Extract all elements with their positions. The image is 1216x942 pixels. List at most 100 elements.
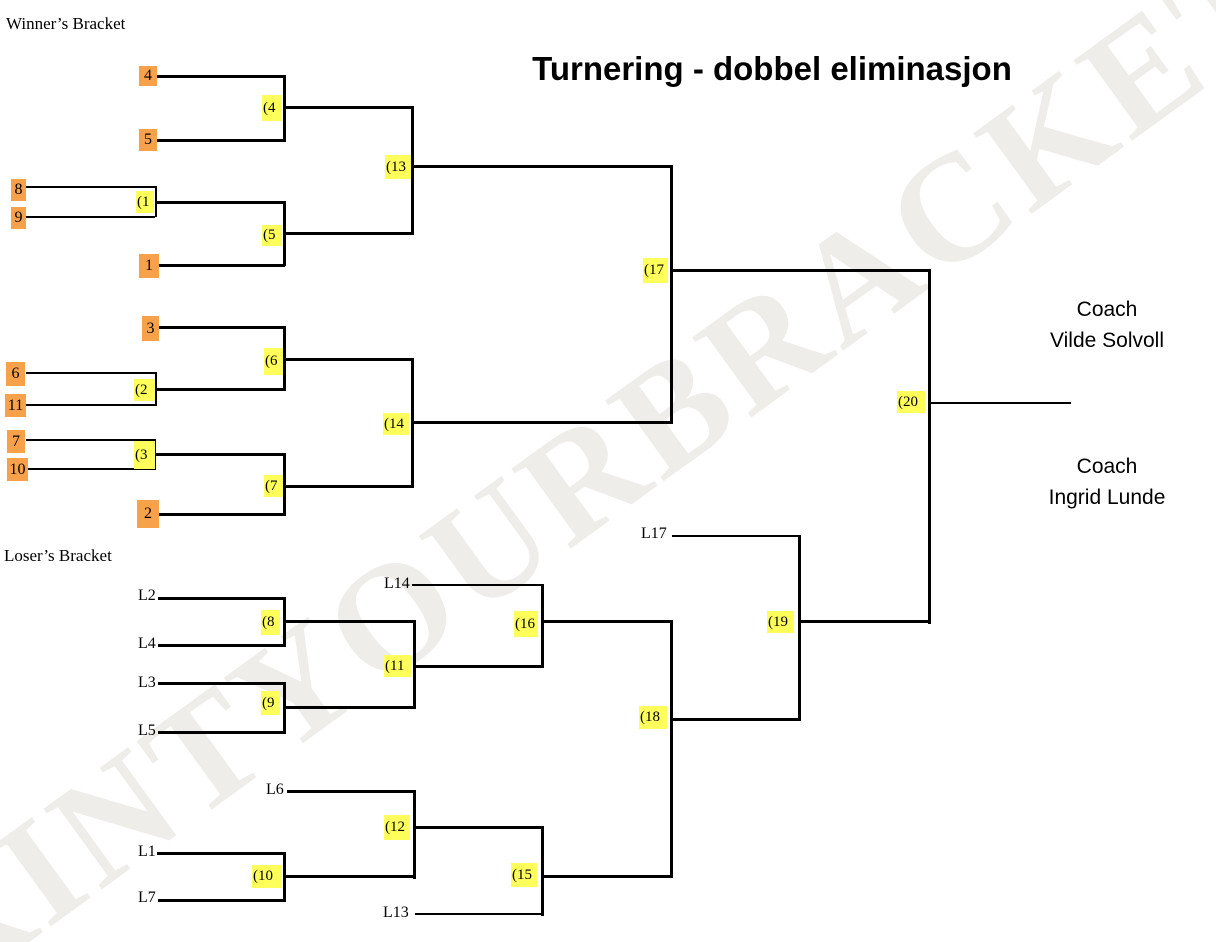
finalist-name: Ingrid Lunde — [1048, 486, 1166, 509]
bracket-line-vertical — [670, 165, 673, 424]
bracket-line-vertical — [413, 620, 416, 709]
loser-slot-L14: L14 — [384, 575, 410, 592]
bracket-line-horizontal — [415, 665, 543, 668]
bracket-line-horizontal — [26, 439, 155, 441]
bracket-line-vertical — [413, 790, 416, 879]
match-label-12: (12 — [384, 815, 410, 840]
loser-slot-L1: L1 — [138, 843, 156, 860]
match-label-6: (6 — [264, 348, 283, 375]
bracket-line-horizontal — [26, 216, 155, 218]
match-label-16: (16 — [514, 611, 538, 637]
match-label-7: (7 — [264, 475, 283, 497]
bracket-line-horizontal — [543, 875, 672, 878]
match-label-10: (10 — [252, 865, 282, 888]
bracket-line-vertical — [283, 75, 286, 142]
seed-box-10: 10 — [7, 458, 28, 481]
bracket-line-horizontal — [158, 731, 285, 734]
match-label-13: (13 — [385, 155, 411, 179]
seed-box-11: 11 — [5, 394, 26, 417]
loser-slot-L17: L17 — [641, 525, 667, 542]
loser-slot-L2: L2 — [138, 587, 156, 604]
loser-slot-L7: L7 — [138, 889, 156, 906]
page-title: Turnering - dobbel eliminasjon — [532, 50, 1012, 87]
loser-slot-L3: L3 — [138, 674, 156, 691]
match-label-3: (3 — [134, 441, 155, 469]
bracket-line-horizontal — [159, 326, 285, 329]
finalist-loser-side: Coach Ingrid Lunde — [1049, 451, 1166, 513]
bracket-line-horizontal — [286, 106, 412, 109]
match-label-2: (2 — [134, 379, 155, 401]
seed-box-4: 4 — [139, 66, 157, 86]
bracket-line-horizontal — [156, 453, 285, 456]
seed-box-3: 3 — [142, 316, 159, 341]
finalist-winner-side: Coach Vilde Solvoll — [1050, 294, 1164, 356]
bracket-line-horizontal — [286, 485, 412, 488]
bracket-line-vertical — [283, 453, 286, 516]
bracket-line-horizontal — [672, 269, 930, 272]
bracket-line-horizontal — [157, 75, 285, 78]
bracket-line-vertical — [154, 439, 156, 470]
bracket-line-horizontal — [158, 597, 285, 600]
finalist-role: Coach — [1076, 298, 1138, 321]
bracket-line-vertical — [541, 826, 544, 916]
bracket-line-horizontal — [286, 358, 412, 361]
bracket-line-horizontal — [285, 620, 415, 623]
bracket-line-horizontal — [159, 513, 285, 516]
finalist-name: Vilde Solvoll — [1049, 329, 1165, 352]
bracket-line-horizontal — [158, 682, 285, 685]
bracket-line-vertical — [283, 597, 286, 647]
bracket-line-horizontal — [285, 706, 415, 709]
losers-bracket-label: Loser’s Bracket — [4, 546, 112, 565]
bracket-line-horizontal — [672, 718, 800, 721]
match-label-14: (14 — [383, 413, 409, 435]
match-label-11: (11 — [384, 655, 411, 677]
bracket-line-vertical — [283, 326, 286, 391]
bracket-line-horizontal — [26, 468, 155, 470]
loser-slot-L5: L5 — [138, 722, 156, 739]
bracket-line-vertical — [411, 358, 414, 488]
bracket-line-vertical — [283, 852, 286, 902]
bracket-line-horizontal — [672, 535, 800, 537]
match-label-18: (18 — [639, 706, 667, 729]
match-label-5: (5 — [262, 225, 282, 246]
bracket-line-horizontal — [287, 790, 415, 793]
match-label-9: (9 — [261, 691, 280, 715]
match-label-19: (19 — [767, 611, 794, 633]
bracket-line-vertical — [670, 620, 673, 878]
bracket-line-horizontal — [26, 404, 155, 406]
bracket-line-horizontal — [157, 201, 285, 204]
bracket-line-vertical — [541, 584, 544, 668]
match-label-8: (8 — [261, 610, 280, 635]
bracket-line-vertical — [411, 106, 414, 235]
bracket-line-horizontal — [157, 388, 285, 391]
seed-box-9: 9 — [11, 207, 26, 229]
bracket-line-horizontal — [285, 875, 415, 878]
loser-slot-L13: L13 — [383, 904, 409, 921]
match-label-1: (1 — [136, 191, 154, 213]
bracket-line-horizontal — [158, 899, 285, 902]
match-label-17: (17 — [643, 258, 668, 283]
seed-box-5: 5 — [139, 129, 157, 151]
bracket-line-horizontal — [800, 620, 930, 623]
bracket-line-horizontal — [413, 421, 672, 424]
bracket-line-horizontal — [26, 186, 155, 188]
bracket-line-vertical — [798, 535, 801, 721]
match-label-4: (4 — [262, 95, 282, 121]
bracket-line-vertical — [155, 186, 157, 217]
bracket-line-horizontal — [157, 852, 285, 855]
seed-box-6: 6 — [6, 362, 25, 386]
bracket-line-horizontal — [157, 139, 285, 142]
bracket-line-horizontal — [286, 232, 412, 235]
bracket-line-horizontal — [543, 620, 672, 623]
bracket-line-horizontal — [158, 644, 285, 647]
seed-box-2: 2 — [137, 500, 159, 528]
bracket-line-horizontal — [415, 913, 543, 915]
bracket-line-vertical — [155, 372, 157, 406]
winners-bracket-label: Winner’s Bracket — [6, 14, 126, 33]
bracket-line-horizontal — [26, 372, 155, 374]
loser-slot-L6: L6 — [266, 781, 284, 798]
bracket-line-vertical — [283, 682, 286, 734]
match-label-20: (20 — [897, 391, 925, 413]
